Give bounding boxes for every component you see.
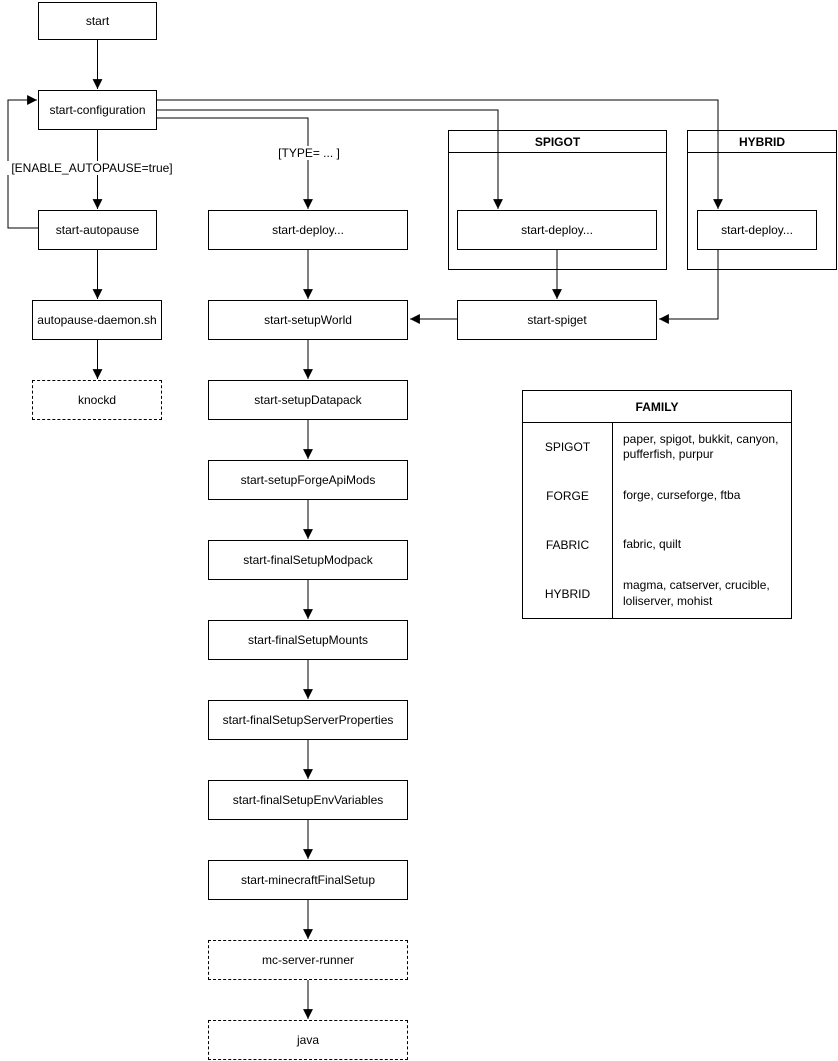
family-name: SPIGOT (523, 423, 613, 472)
group-hybrid-title: HYBRID (688, 131, 836, 153)
node-start-setupforgeapimods: start-setupForgeApiMods (208, 460, 408, 500)
family-members: forge, curseforge, ftba (623, 488, 741, 503)
node-hybrid-start-deploy: start-deploy... (697, 210, 817, 250)
family-name: FABRIC (523, 520, 613, 570)
node-start-deploy: start-deploy... (208, 210, 408, 250)
edge-configuration-to-deploy (157, 117, 313, 209)
node-knockd: knockd (32, 380, 162, 420)
family-table: FAMILY SPIGOT paper, spigot, bukkit, can… (522, 390, 792, 619)
node-start-finalsetupmounts: start-finalSetupMounts (208, 620, 408, 660)
node-start-minecraftfinalsetup: start-minecraftFinalSetup (208, 860, 408, 900)
family-name: HYBRID (523, 569, 613, 618)
family-name: FORGE (523, 471, 613, 521)
node-start-finalsetupserverproperties: start-finalSetupServerProperties (208, 700, 408, 740)
node-start-autopause: start-autopause (38, 210, 157, 250)
node-start-finalsetupenvvariables: start-finalSetupEnvVariables (208, 780, 408, 820)
family-members: paper, spigot, bukkit, canyon, pufferfis… (623, 431, 779, 462)
node-spigot-start-deploy: start-deploy... (457, 210, 657, 250)
group-spigot-title: SPIGOT (449, 131, 666, 153)
node-start-configuration: start-configuration (38, 90, 157, 130)
family-table-title: FAMILY (523, 391, 791, 423)
node-mc-server-runner: mc-server-runner (208, 940, 408, 980)
family-row-fabric: FABRIC fabric, quilt (523, 520, 791, 570)
family-members: magma, catserver, crucible, loliserver, … (623, 578, 770, 608)
edge-label-type: [TYPE= ... ] (268, 146, 350, 160)
family-row-forge: FORGE forge, curseforge, ftba (523, 471, 791, 521)
node-start-finalsetupmodpack: start-finalSetupModpack (208, 540, 408, 580)
family-table-body: SPIGOT paper, spigot, bukkit, canyon, pu… (523, 423, 791, 618)
node-start-setupworld: start-setupWorld (208, 300, 408, 340)
edge-label-enable-autopause: [ENABLE_AUTOPAUSE=true] (6, 161, 178, 175)
family-members: fabric, quilt (623, 537, 682, 552)
family-row-hybrid: HYBRID magma, catserver, crucible, lolis… (523, 569, 791, 618)
node-start-setupdatapack: start-setupDatapack (208, 380, 408, 420)
node-start-spiget: start-spiget (457, 300, 657, 340)
node-java: java (208, 1020, 408, 1060)
node-start: start (38, 2, 157, 40)
node-autopause-daemon: autopause-daemon.sh (32, 300, 162, 340)
family-row-spigot: SPIGOT paper, spigot, bukkit, canyon, pu… (523, 423, 791, 472)
